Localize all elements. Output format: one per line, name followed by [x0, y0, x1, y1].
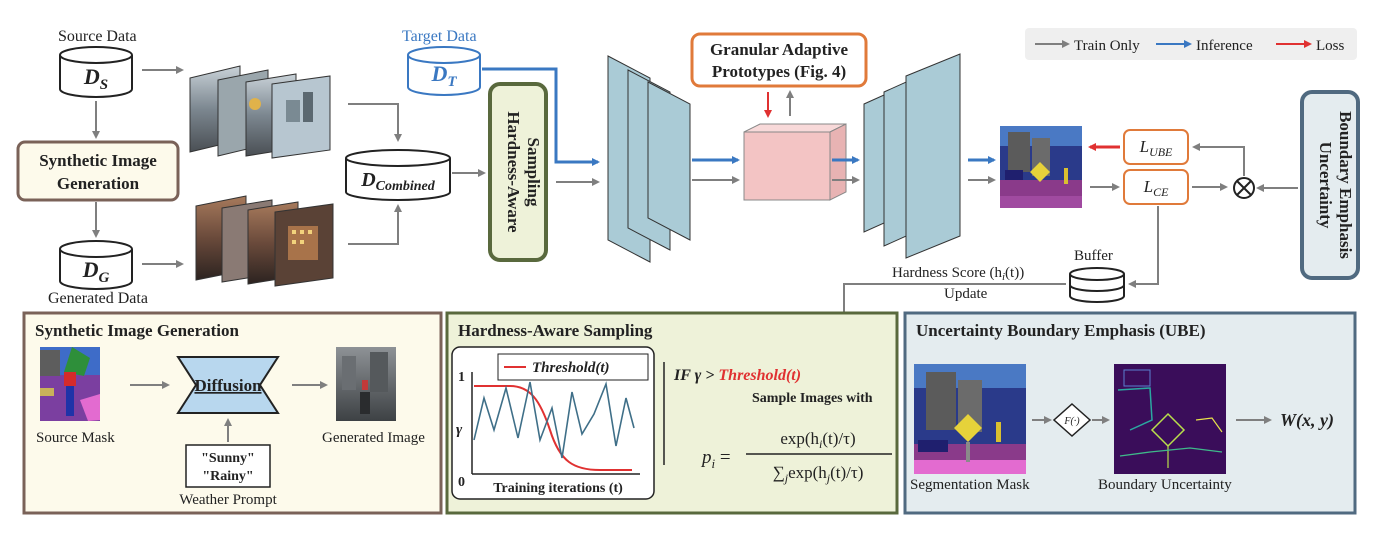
panel-synthetic-title: Synthetic Image Generation [35, 321, 240, 340]
boundary-uncertainty-image [1114, 364, 1226, 474]
hardness-sampling-box: Hardness-Aware Sampling [488, 82, 548, 262]
sampling-formula: pi = exp(hi(t)/τ) ∑jexp(hj(t)/τ) [700, 429, 892, 485]
svg-text:pi =: pi = [700, 447, 731, 471]
buffer-database-icon [1069, 267, 1125, 303]
svg-text:Sampling: Sampling [524, 138, 543, 207]
generated-image [336, 347, 396, 421]
plot-legend-threshold: Threshold(t) [532, 360, 610, 376]
segmentation-mask-image [914, 364, 1026, 474]
panel-ube-title: Uncertainty Boundary Emphasis (UBE) [916, 321, 1206, 340]
source-image-stack [189, 65, 331, 159]
generated-data-label: Generated Data [48, 290, 148, 307]
weather-prompt-box: "Sunny" "Rainy" [185, 444, 271, 488]
svg-text:DG: DG [82, 257, 110, 286]
target-data-label: Target Data [402, 28, 477, 45]
generated-image-label: Generated Image [322, 430, 425, 446]
svg-text:Granular Adaptive: Granular Adaptive [710, 40, 849, 59]
svg-text:Generation: Generation [57, 174, 140, 193]
diffusion-block: Diffusion [176, 356, 280, 414]
loss-ube-box: LUBE [1123, 129, 1189, 165]
svg-text:1: 1 [458, 370, 465, 385]
prototype-cube [743, 123, 847, 201]
function-operator: F(·) [1052, 402, 1092, 438]
generated-database-icon: DG [59, 240, 133, 290]
svg-text:γ: γ [456, 422, 463, 438]
panel-synthetic-generation: Synthetic Image Generation Source Mask D… [22, 311, 443, 515]
legend-loss: Loss [1316, 38, 1345, 54]
panel-hardness-title: Hardness-Aware Sampling [458, 321, 653, 340]
if-condition: IF γ > Threshold(t) [673, 367, 801, 384]
hardness-score-label: Hardness Score (hi(t)) [892, 265, 1024, 283]
svg-text:Synthetic Image: Synthetic Image [39, 151, 157, 170]
weather-prompt-label: Weather Prompt [179, 492, 277, 508]
sample-images-text: Sample Images with [752, 391, 873, 406]
svg-text:Prototypes (Fig. 4): Prototypes (Fig. 4) [712, 62, 846, 81]
prediction-segmentation-image [1000, 126, 1082, 208]
source-mask-image [40, 347, 100, 421]
encoder-layers [607, 55, 691, 263]
svg-text:Hardness-Aware: Hardness-Aware [504, 111, 523, 233]
weight-output-label: W(x, y) [1280, 410, 1334, 431]
synthetic-generation-box: Synthetic Image Generation [16, 140, 180, 202]
loss-ce-box: LCE [1123, 169, 1189, 205]
decoder-layers [863, 53, 961, 259]
svg-text:"Sunny": "Sunny" [201, 451, 255, 466]
buffer-label: Buffer [1074, 248, 1113, 264]
source-data-label: Source Data [58, 28, 137, 45]
panel-hardness-sampling: Hardness-Aware Sampling Threshold(t) 1 γ… [445, 311, 899, 515]
svg-text:DT: DT [430, 61, 457, 90]
svg-text:"Rainy": "Rainy" [202, 469, 253, 484]
threshold-plot: Threshold(t) 1 γ 0 Training iterations (… [451, 346, 655, 500]
legend-inference: Inference [1196, 38, 1253, 54]
boundary-uncertainty-label: Boundary Uncertainty [1098, 477, 1232, 493]
generated-image-stack [195, 195, 334, 287]
svg-text:Boundary Emphasis: Boundary Emphasis [1336, 111, 1355, 259]
svg-text:DS: DS [83, 64, 108, 93]
svg-text:Diffusion: Diffusion [194, 376, 262, 395]
svg-text:Uncertainty: Uncertainty [1316, 142, 1335, 229]
update-label: Update [944, 286, 988, 302]
segmentation-mask-label: Segmentation Mask [910, 477, 1030, 493]
svg-text:Training iterations (t): Training iterations (t) [493, 481, 623, 496]
svg-text:DCombined: DCombined [360, 169, 436, 194]
combined-database-icon: DCombined [345, 149, 451, 201]
legend-train-only: Train Only [1074, 38, 1140, 54]
ube-vertical-box: Uncertainty Boundary Emphasis [1300, 90, 1360, 280]
target-database-icon: DT [407, 46, 481, 96]
svg-text:LCE: LCE [1143, 177, 1169, 199]
source-mask-label: Source Mask [36, 430, 115, 446]
source-database-icon: DS [59, 46, 133, 98]
multiply-operator [1233, 177, 1255, 199]
svg-text:exp(hi(t)/τ): exp(hi(t)/τ) [780, 429, 855, 451]
legend: Train Only Inference Loss [1025, 28, 1357, 60]
granular-prototypes-box: Granular Adaptive Prototypes (Fig. 4) [690, 32, 868, 88]
panel-ube: Uncertainty Boundary Emphasis (UBE) Segm… [903, 311, 1357, 515]
svg-text:∑jexp(hj(t)/τ): ∑jexp(hj(t)/τ) [773, 463, 864, 485]
svg-text:F(·): F(·) [1063, 416, 1080, 427]
svg-text:0: 0 [458, 475, 465, 490]
svg-text:LUBE: LUBE [1139, 137, 1173, 159]
